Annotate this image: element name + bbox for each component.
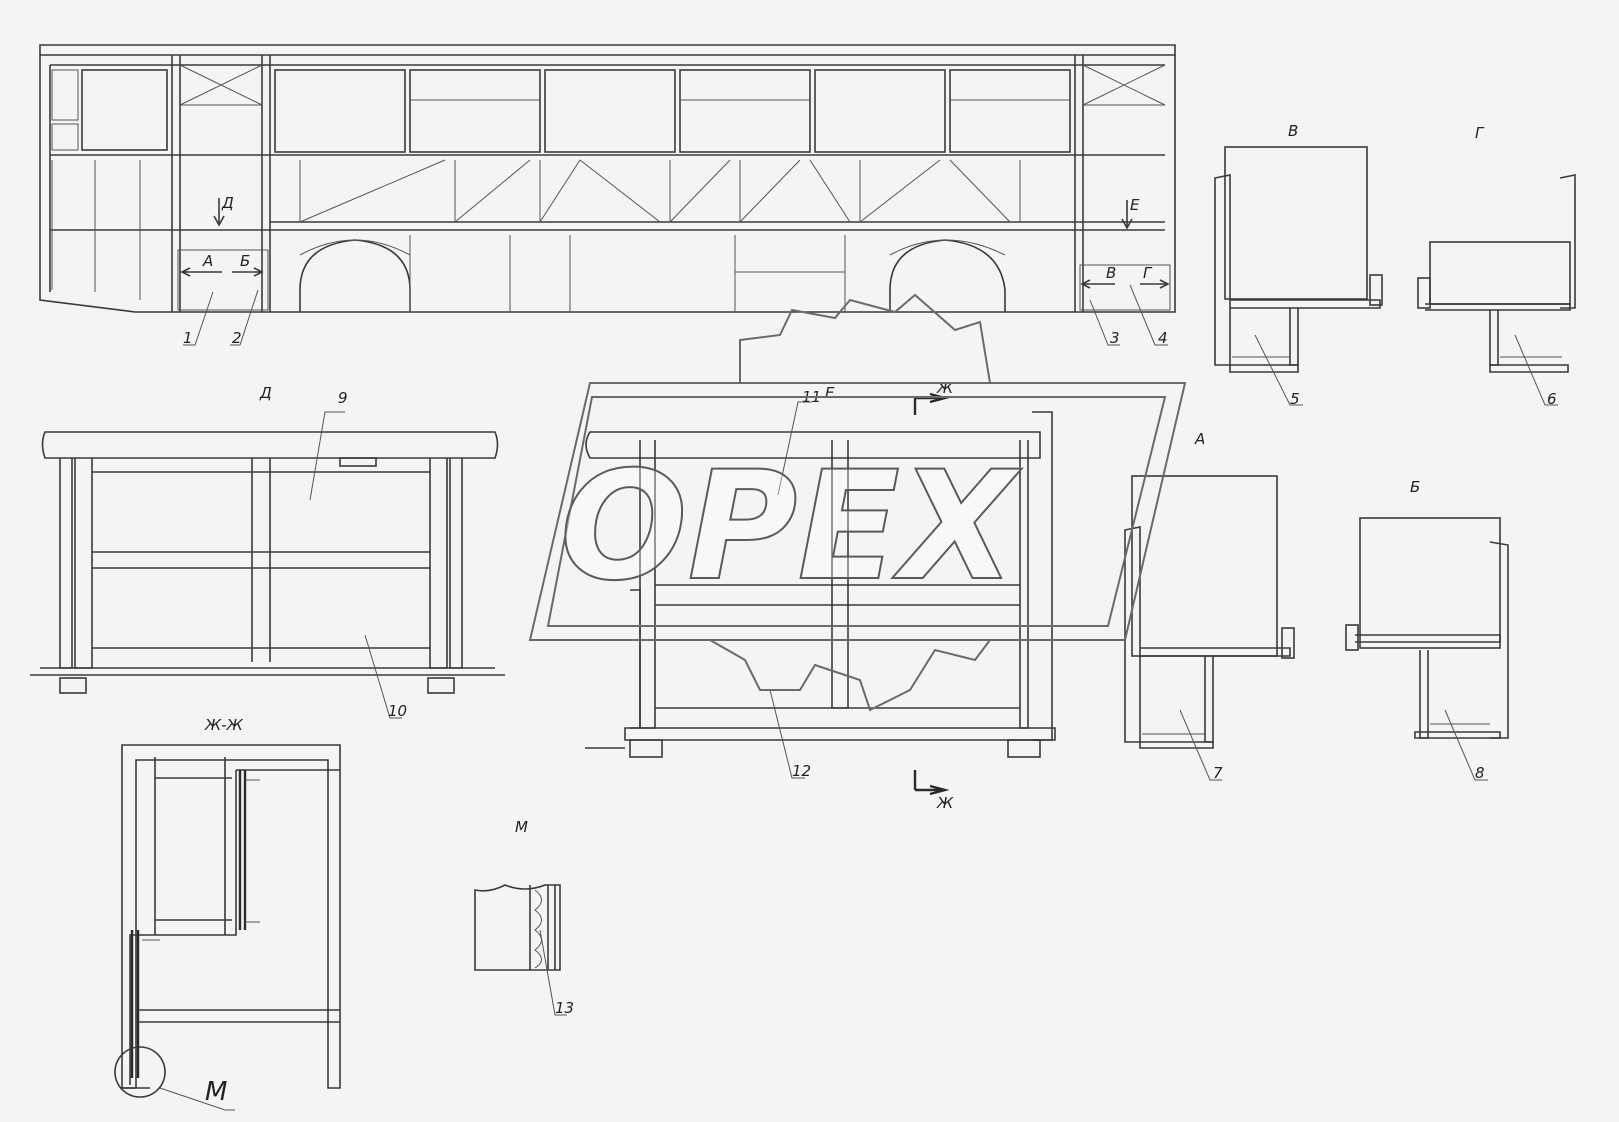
detail-m bbox=[474, 884, 561, 971]
callout-1: 1 bbox=[183, 329, 193, 347]
callout-8: 8 bbox=[1475, 764, 1485, 782]
callout-7: 7 bbox=[1213, 764, 1223, 782]
view-label-d: Д bbox=[259, 384, 272, 402]
arrow-label-g: Г bbox=[1143, 264, 1153, 282]
callout-3: 3 bbox=[1110, 329, 1120, 347]
callout-9: 9 bbox=[338, 389, 348, 407]
watermark-text: OPEX bbox=[560, 440, 1022, 614]
view-d bbox=[30, 431, 505, 694]
callout-2: 2 bbox=[232, 329, 242, 347]
view-v bbox=[1214, 146, 1383, 373]
section-mark-zh-top: Ж bbox=[936, 379, 954, 397]
detail-callout-m: М bbox=[205, 1077, 227, 1107]
view-label-b: Б bbox=[1410, 478, 1420, 496]
arrow-label-e: Е bbox=[1130, 196, 1140, 214]
bus-side-frame-view bbox=[39, 44, 1176, 313]
view-g bbox=[1417, 174, 1576, 373]
arrow-label-d: Д bbox=[221, 194, 234, 212]
section-zh-zh bbox=[114, 744, 341, 1111]
view-label-a: А bbox=[1194, 430, 1205, 448]
detail-label-m: М bbox=[515, 818, 528, 836]
watermark: OPEX bbox=[528, 293, 1187, 712]
callout-10: 10 bbox=[388, 702, 407, 720]
callout-5: 5 bbox=[1290, 390, 1300, 408]
view-label-g: Г bbox=[1475, 124, 1485, 142]
callout-12: 12 bbox=[792, 762, 811, 780]
callout-4: 4 bbox=[1158, 329, 1168, 347]
view-b bbox=[1345, 517, 1509, 739]
view-e bbox=[585, 411, 1056, 758]
view-a bbox=[1124, 475, 1295, 749]
arrow-label-b: Б bbox=[240, 252, 250, 270]
arrow-label-v: В bbox=[1106, 264, 1116, 282]
callout-13: 13 bbox=[555, 999, 574, 1017]
view-label-v: В bbox=[1288, 122, 1298, 140]
callout-6: 6 bbox=[1547, 390, 1557, 408]
arrow-label-a: А bbox=[202, 252, 213, 270]
view-label-e: Е bbox=[825, 384, 835, 402]
section-mark-zh-bottom: Ж bbox=[936, 794, 954, 812]
section-label-zh-zh: Ж-Ж bbox=[204, 716, 244, 734]
